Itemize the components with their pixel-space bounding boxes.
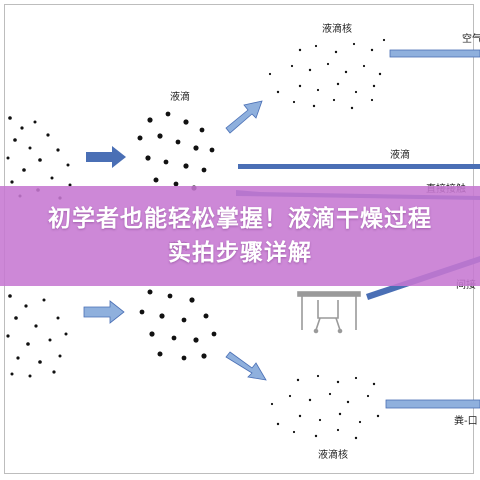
- label-droplet-top: 液滴: [170, 92, 190, 103]
- arrow-to-air: [389, 49, 480, 58]
- droplet-core-cluster-top: [268, 38, 386, 110]
- arrow-to-feces: [385, 399, 480, 409]
- arrow-mid-to-core-top: [225, 100, 263, 134]
- mid-droplet-cluster-top: [137, 111, 215, 191]
- arrow-mid-to-core-bottom: [225, 351, 267, 381]
- desk-chair-icon: [297, 291, 361, 334]
- label-droplet-right: 液滴: [390, 150, 410, 161]
- mid-droplet-cluster-bottom: [139, 289, 217, 361]
- droplet-core-cluster-bottom: [270, 374, 380, 440]
- label-droplet-core-top: 液滴核: [322, 24, 352, 35]
- label-air: 空气: [462, 34, 480, 45]
- line-droplet-right: [238, 164, 480, 169]
- label-feces: 粪-口: [454, 416, 478, 427]
- title-banner: 初学者也能轻松掌握！液滴干燥过程实拍步骤详解: [0, 186, 480, 286]
- banner-title: 初学者也能轻松掌握！液滴干燥过程实拍步骤详解: [48, 206, 432, 266]
- left-droplet-cluster-top: [6, 116, 72, 200]
- arrow-left-to-droplet-bottom: [83, 300, 125, 324]
- left-droplet-cluster-bottom: [6, 294, 68, 378]
- label-droplet-core-bottom: 液滴核: [318, 450, 348, 461]
- arrow-left-to-droplet-top: [86, 146, 126, 168]
